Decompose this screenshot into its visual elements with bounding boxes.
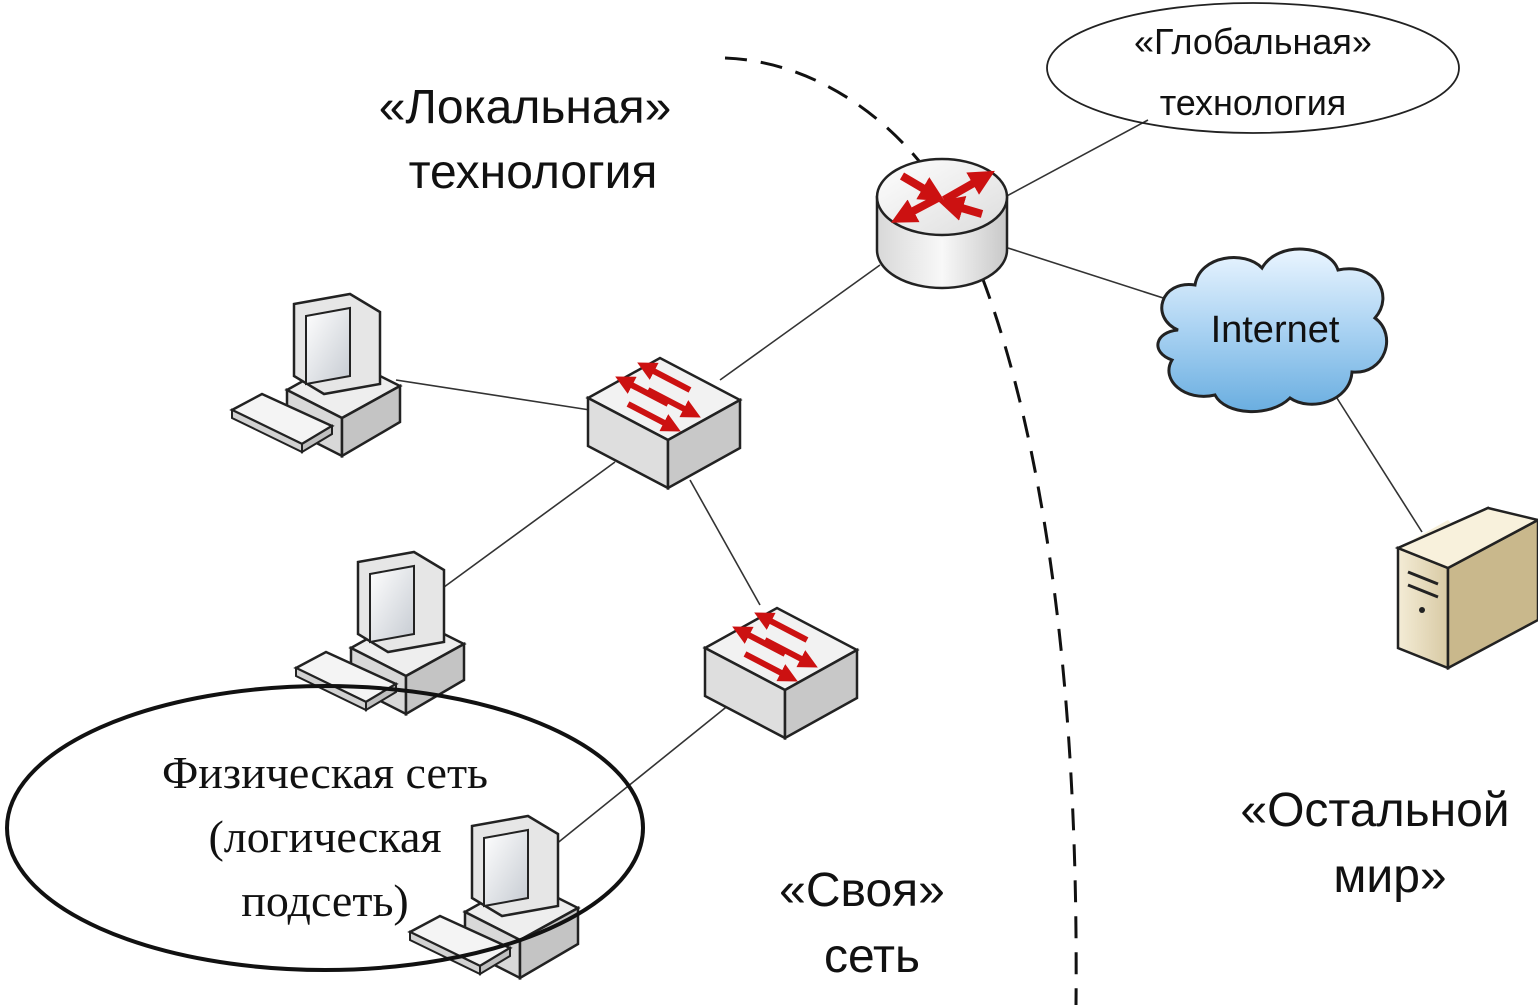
own-network-label-line2: сеть [824,930,920,983]
computer-icon [229,292,403,459]
physical-network-label-line3: подсеть) [241,875,409,926]
rest-of-world-label-line2: мир» [1333,850,1446,903]
local-technology-label-line2: технология [409,146,658,199]
server-icon [1394,506,1538,671]
link-router-internet [1007,247,1186,306]
global-technology-ellipse [1046,2,1460,134]
link-pc2-switch1 [439,461,616,591]
global-technology-label-line2: технология [1160,82,1347,123]
link-switch1-switch2 [689,479,761,606]
local-technology-label-line1: «Локальная» [379,81,672,134]
physical-network-label-line1: Физическая сеть [162,747,488,798]
physical-network-ellipse [5,684,645,972]
switch-icon [585,356,743,491]
link-router-global [989,119,1149,206]
internet-label: Internet [1211,309,1340,351]
link-switch2-pc3 [554,699,736,846]
cloud-icon [1156,247,1389,413]
link-internet-server [1334,394,1423,533]
router-icon [875,157,1009,290]
network-boundary-dashed [724,56,1078,1005]
link-pc1-switch1 [395,379,591,411]
physical-network-label-line2: (логическая [208,811,441,862]
computer-icon [293,550,467,717]
computer-icon [407,814,581,981]
switch-icon [702,606,860,741]
global-technology-label-line1: «Глобальная» [1134,21,1372,62]
connections [395,119,1423,846]
own-network-label-line1: «Своя» [779,864,945,917]
rest-of-world-label-line1: «Остальной [1240,784,1509,837]
link-switch1-router [719,264,881,381]
